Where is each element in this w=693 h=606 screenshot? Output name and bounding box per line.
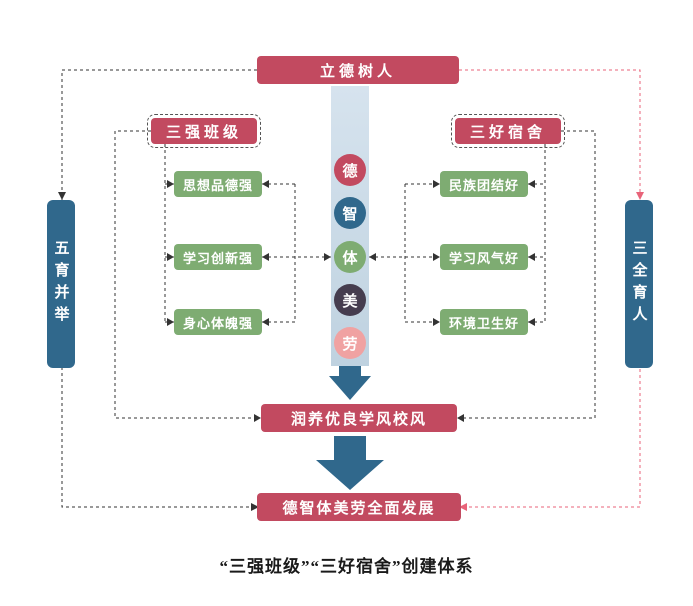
red-arrowheads <box>459 192 644 511</box>
right-item-huanjingweishenghao: 环境卫生好 <box>440 309 528 335</box>
left-item-shenxintipoqiang: 身心体魄强 <box>174 309 262 335</box>
virtue-circle-mei: 美 <box>334 284 366 316</box>
big-down-arrow <box>316 436 384 490</box>
virtue-circle-de: 德 <box>334 154 366 186</box>
left-item-sixiangpindeqiang: 思想品德强 <box>174 171 262 197</box>
right-group-header-sanhaosushe: 三好宿舍 <box>451 114 565 148</box>
virtue-circle-lao: 劳 <box>334 327 366 359</box>
left-item-xuexichuangxinqiang: 学习创新强 <box>174 244 262 270</box>
mid-node-runyang: 润养优良学风校风 <box>261 404 457 432</box>
virtue-circle-ti: 体 <box>334 241 366 273</box>
right-item-minzutuanjiehao: 民族团结好 <box>440 171 528 197</box>
virtue-circle-zhi: 智 <box>334 197 366 229</box>
left-group-header-sanqiangbanji: 三强班级 <box>147 114 261 148</box>
diagram-caption: “三强班级”“三好宿舍”创建体系 <box>219 557 474 576</box>
right-item-xuexifengqihao: 学习风气好 <box>440 244 528 270</box>
right-pillar-sanquanyuren: 三全育人 <box>625 200 653 368</box>
black-dashed-connectors <box>61 69 596 508</box>
left-pillar-wuyubingju: 五育并举 <box>47 200 75 368</box>
red-dashed-connectors <box>459 69 641 508</box>
top-node-lideshuren: 立德树人 <box>257 56 459 84</box>
bottom-node-quanmianfazhan: 德智体美劳全面发展 <box>257 493 461 521</box>
band-down-arrow <box>329 366 371 400</box>
black-arrowheads <box>58 180 535 511</box>
